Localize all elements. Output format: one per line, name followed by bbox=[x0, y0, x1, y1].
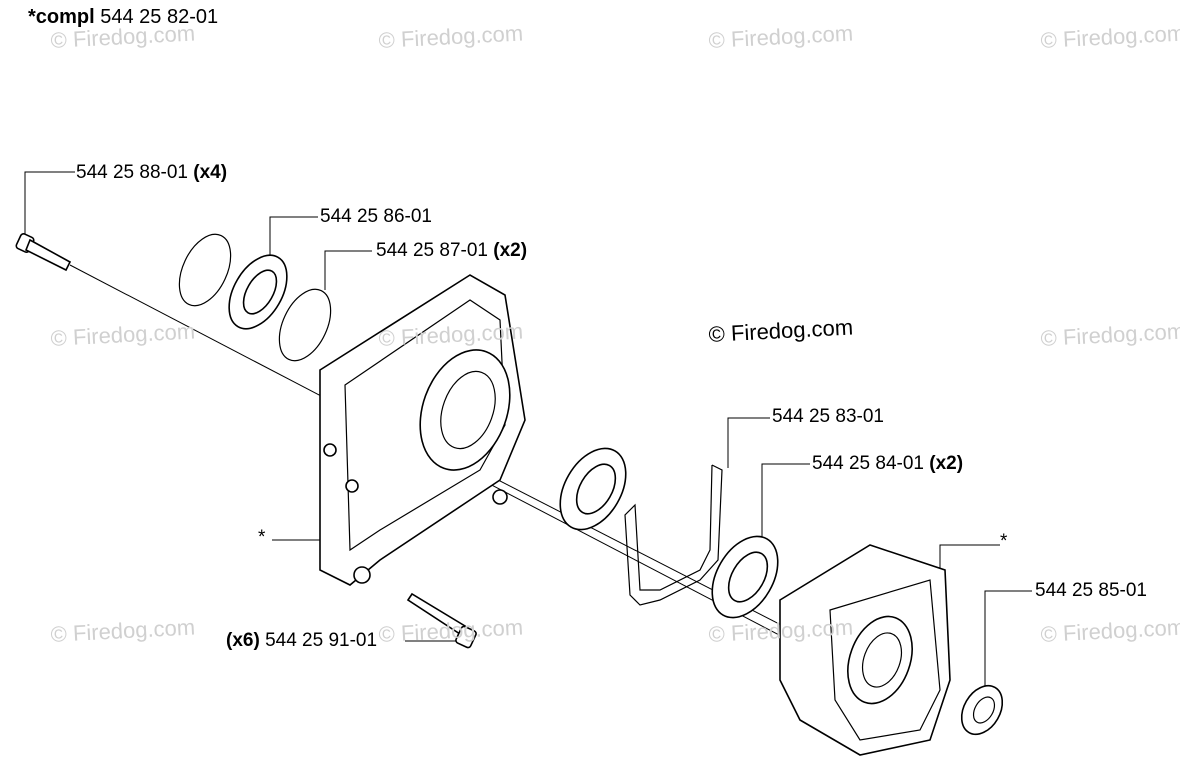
label-circlip: 544 25 87-01 (x2) bbox=[376, 240, 527, 262]
label-gasket: 544 25 83-01 bbox=[772, 406, 884, 428]
part-number: 544 25 84-01 bbox=[812, 453, 924, 474]
assembly-title: *compl 544 25 82-01 bbox=[28, 6, 218, 29]
label-bearing-top: 544 25 86-01 bbox=[320, 206, 432, 228]
part-qty: (x2) bbox=[493, 240, 528, 261]
part-number: 544 25 86-01 bbox=[320, 206, 432, 227]
screw-top-part bbox=[15, 232, 72, 272]
bearing-top-part bbox=[228, 254, 288, 330]
label-bearing-right: 544 25 84-01 (x2) bbox=[812, 453, 963, 475]
bearing-middle-part bbox=[559, 447, 627, 531]
crankcase-right-part bbox=[779, 544, 951, 756]
circlip-parts bbox=[178, 233, 332, 362]
label-seal: 544 25 85-01 bbox=[1035, 580, 1147, 602]
crankcase-left-part bbox=[319, 274, 526, 586]
part-qty: (x2) bbox=[929, 453, 964, 474]
screw-bottom-part bbox=[406, 592, 477, 649]
part-number: 544 25 83-01 bbox=[772, 406, 884, 427]
part-number: 544 25 91-01 bbox=[265, 630, 378, 651]
label-star-right: * bbox=[1000, 531, 1008, 552]
seal-part bbox=[960, 684, 1004, 736]
title-number: 544 25 82-01 bbox=[100, 6, 219, 28]
label-screw-top: 544 25 88-01 (x4) bbox=[76, 162, 227, 184]
part-qty: (x6) bbox=[226, 630, 260, 651]
bearing-right-part bbox=[711, 535, 779, 619]
gasket-part bbox=[624, 464, 723, 606]
part-number: 544 25 87-01 bbox=[376, 240, 488, 261]
title-prefix: *compl bbox=[28, 6, 95, 28]
part-number: 544 25 85-01 bbox=[1035, 580, 1147, 601]
label-screw-bottom: (x6) 544 25 91-01 bbox=[226, 630, 377, 652]
part-qty: (x4) bbox=[193, 162, 228, 183]
part-number: 544 25 88-01 bbox=[76, 162, 188, 183]
label-star-left: * bbox=[258, 527, 266, 548]
